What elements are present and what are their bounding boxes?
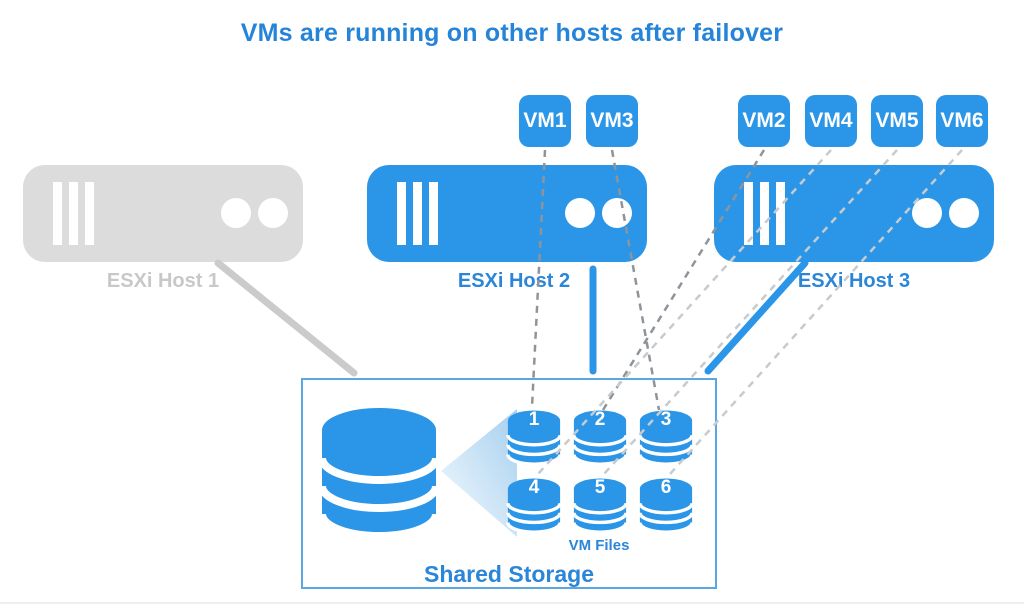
disk-number: 4 [528,477,540,498]
shared-storage-box: 1 2 3 [301,378,717,589]
server-drive-dots-icon [221,198,288,228]
vm-box-vm2: VM2 [738,95,790,147]
left-arrow-icon [441,409,517,537]
shared-storage-database-icon [320,408,438,540]
vm-box-vm6: VM6 [936,95,988,147]
shared-storage-label: Shared Storage [424,561,594,587]
vm-box-vm1: VM1 [519,95,571,147]
server-vents-icon [53,182,94,245]
server-vents-icon [744,182,785,245]
server-drive-dots-icon [912,198,979,228]
esxi-host-3-server-icon [714,165,994,262]
disk-number: 1 [528,409,540,430]
esxi-host-2-server-icon [367,165,647,262]
disk-number: 6 [660,477,672,498]
database-cylinder-icon [638,478,694,534]
vm-box-vm4: VM4 [805,95,857,147]
vm-file-disk-1: 1 [505,408,563,470]
esxi-host-2-label: ESXi Host 2 [457,270,571,292]
vm-file-disk-3: 3 [637,408,695,470]
disk-number: 3 [660,409,672,430]
vm-files-label: VM Files [568,537,630,554]
server-vents-icon [397,182,438,245]
esxi-host-1-label: ESXi Host 1 [106,270,220,292]
vm-file-disk-5: 5 [571,476,629,538]
disk-number: 2 [594,409,606,430]
vm-box-vm3: VM3 [586,95,638,147]
vm-file-disk-4: 4 [505,476,563,538]
esxi-host-1-server-icon [23,165,303,262]
database-cylinder-icon [506,478,562,534]
vm-file-disk-6: 6 [637,476,695,538]
disk-number: 5 [594,477,606,498]
frame-edge [0,602,1024,604]
database-cylinder-icon [572,478,628,534]
server-drive-dots-icon [565,198,632,228]
vm-box-vm5: VM5 [871,95,923,147]
esxi-host-3-label: ESXi Host 3 [797,270,911,292]
diagram-title: VMs are running on other hosts after fai… [240,19,784,47]
vm-file-disk-2: 2 [571,408,629,470]
